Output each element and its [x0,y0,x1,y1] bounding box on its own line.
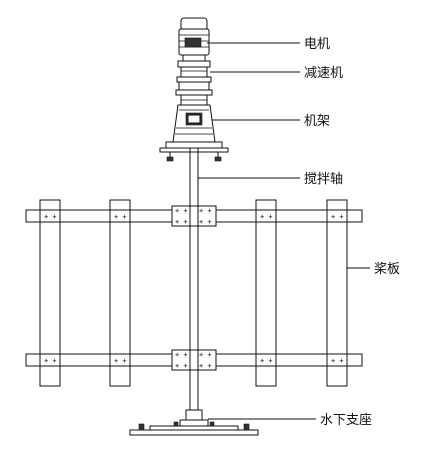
shaft [189,148,199,410]
leader-lines [198,42,370,420]
label-shaft: 搅拌轴 [304,171,343,187]
svg-text:+ +: + + [114,213,127,221]
svg-text:+ +: + + [331,357,344,365]
reducer [175,60,213,106]
svg-text:+ +: + + [331,213,344,221]
svg-text:+ +: + + [175,218,188,226]
svg-text:+ +: + + [260,357,273,365]
svg-text:+ +: + + [199,207,212,215]
svg-text:+ +: + + [175,351,188,359]
label-frame: 机架 [304,114,330,129]
label-support: 水下支座 [320,413,372,428]
svg-text:+ +: + + [44,357,57,365]
frame [159,104,229,162]
svg-text:+ +: + + [175,362,188,370]
svg-text:+ +: + + [114,357,127,365]
underwater-support [129,409,259,436]
paddle: + + + + + + + + + + + + + + + + + + + + … [25,199,363,387]
label-reducer: 减速机 [304,66,343,81]
svg-text:+ +: + + [44,213,57,221]
svg-text:+ +: + + [199,218,212,226]
svg-text:+ +: + + [260,213,273,221]
svg-text:+ +: + + [199,351,212,359]
paddle-bolts: + + + + + + + + + + + + + + + + + + + + … [44,207,344,370]
label-paddle: 桨板 [374,261,400,277]
svg-text:+ +: + + [175,207,188,215]
label-motor: 电机 [304,37,330,52]
svg-text:+ +: + + [199,362,212,370]
motor [178,17,210,62]
